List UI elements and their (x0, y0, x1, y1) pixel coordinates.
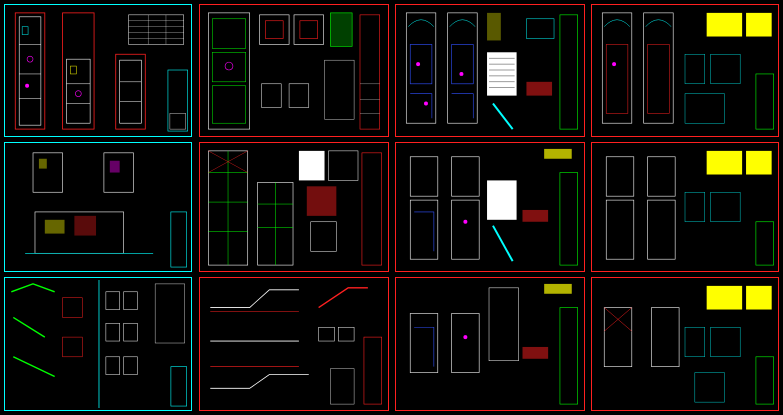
drawing-sheet-12[interactable] (591, 277, 779, 411)
drawing-sheet-10[interactable] (199, 277, 389, 411)
installations-plans-drawing (405, 12, 578, 130)
drawing-sheet-2[interactable] (199, 4, 389, 137)
installations-plans-yellow-drawing (601, 12, 774, 130)
installations-plans-small-drawing-2 (409, 283, 578, 405)
installations-plans-small-drawing (409, 148, 578, 266)
structural-plans-drawing (208, 150, 382, 266)
drawing-sheet-11[interactable] (395, 277, 585, 411)
drawing-sheet-6[interactable] (199, 142, 389, 272)
drawing-sheet-4[interactable] (591, 4, 779, 137)
stairs-details-drawing (11, 279, 187, 409)
installations-plans-yellow-small-drawing (605, 150, 774, 266)
drawing-sheet-8[interactable] (591, 142, 779, 272)
floor-plans-drawing (14, 12, 188, 132)
drawing-sheet-1[interactable] (4, 4, 192, 137)
installations-plans-yellow-small-drawing-2 (603, 285, 774, 405)
elevations-drawing (25, 152, 187, 268)
plan-and-details-drawing (208, 12, 380, 130)
drawing-sheet-9[interactable] (4, 277, 192, 411)
drawing-sheet-5[interactable] (4, 142, 192, 272)
drawing-sheet-7[interactable] (395, 142, 585, 272)
sections-drawing (210, 287, 382, 405)
drawing-sheet-3[interactable] (395, 4, 585, 137)
